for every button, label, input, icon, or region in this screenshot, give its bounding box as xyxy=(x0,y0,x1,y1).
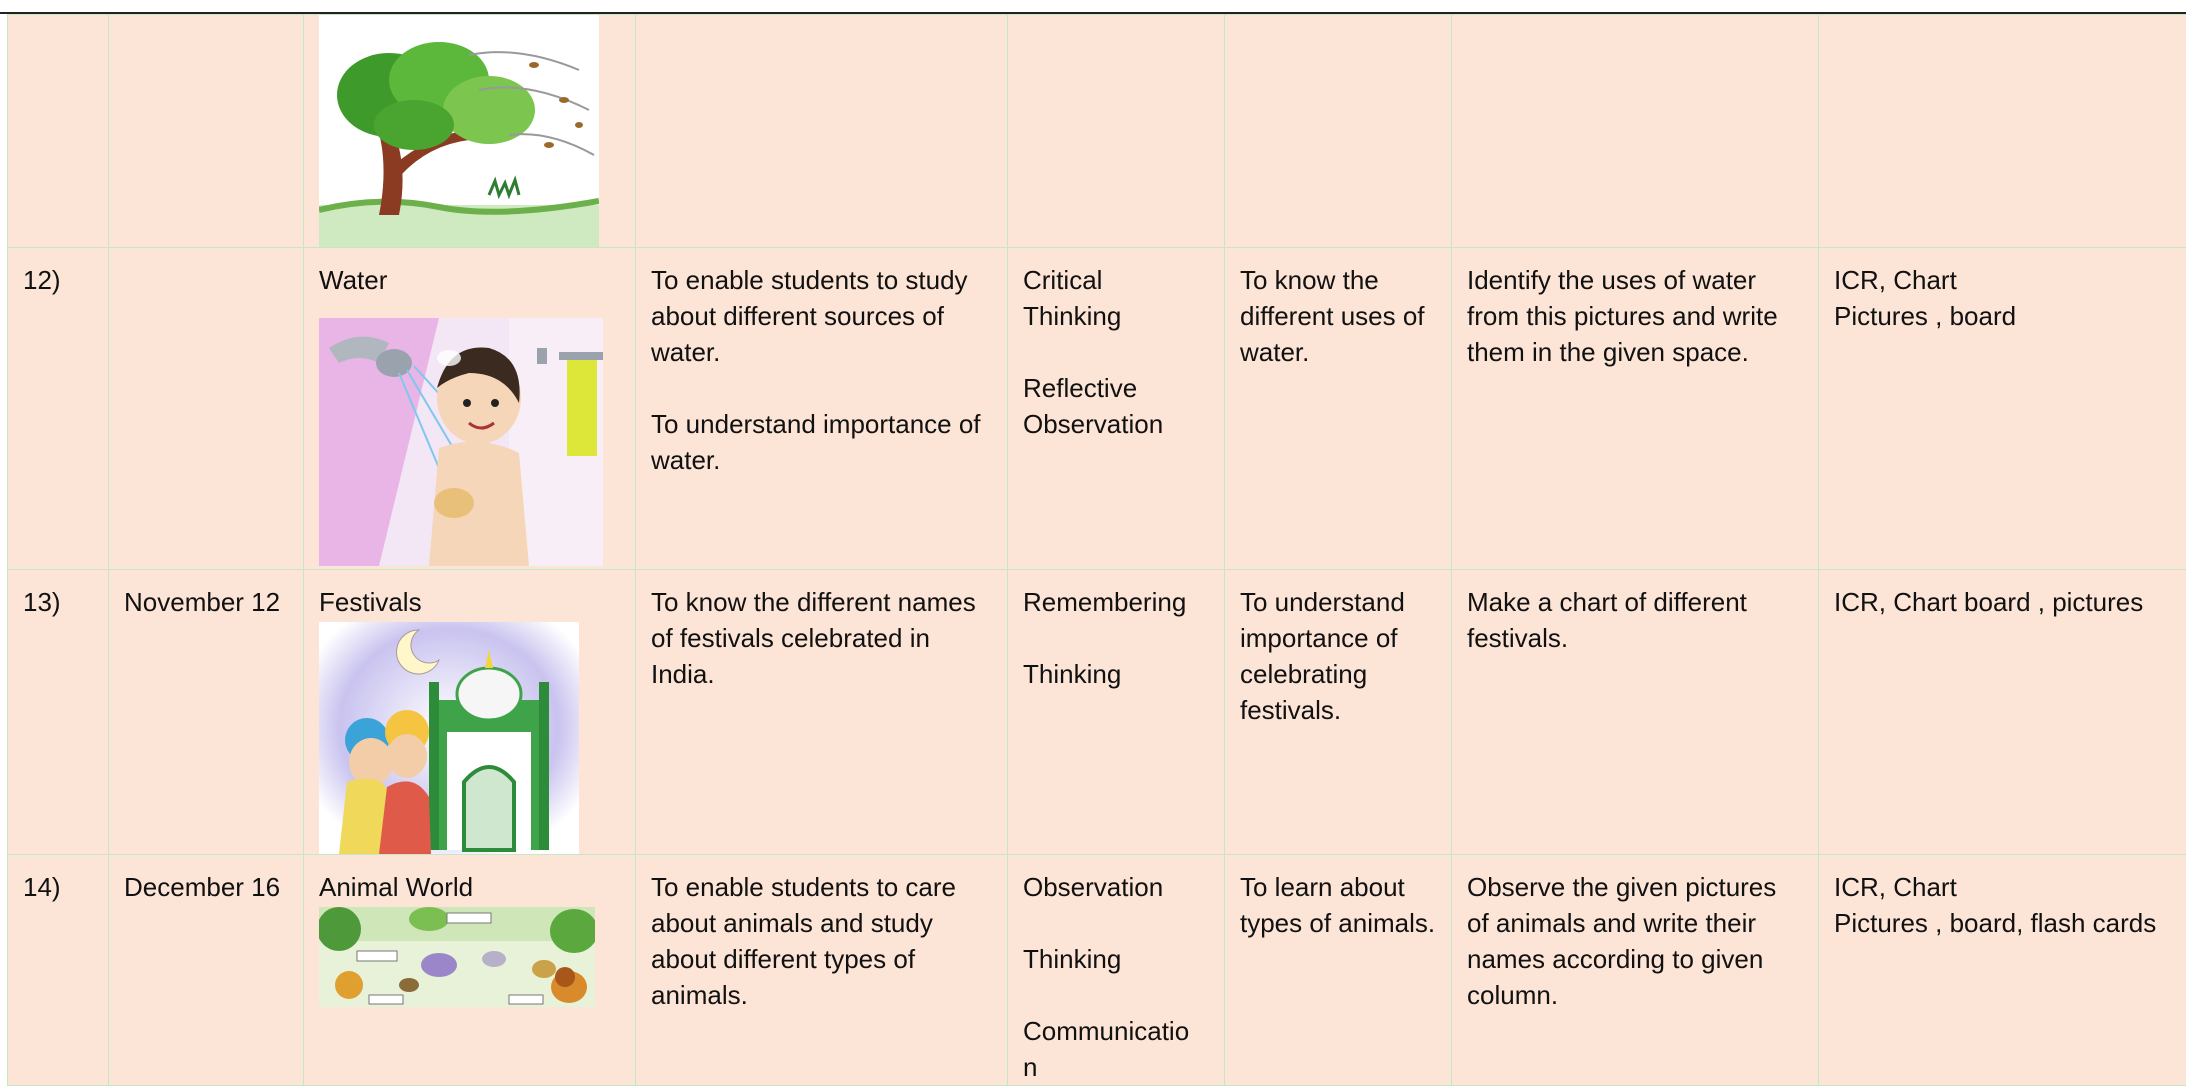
serial-cell: 14) xyxy=(8,855,109,1086)
table-row: 13) November 12 Festivals xyxy=(8,570,2186,855)
outcomes-cell: To know the different uses of water. xyxy=(1225,248,1452,570)
resources-cell: ICR, Chart Pictures , board, flash cards xyxy=(1819,855,2186,1086)
windy-tree-icon xyxy=(319,15,621,247)
month-cell: November 12 xyxy=(109,570,304,855)
resources-cell: ICR, Chart Pictures , board xyxy=(1819,248,2186,570)
skills-cell xyxy=(1008,15,1225,248)
outcomes-cell xyxy=(1225,15,1452,248)
activity-cell: Make a chart of different festivals. xyxy=(1452,570,1819,855)
skills-cell: Critical Thinking Reflective Observation xyxy=(1008,248,1225,570)
month-cell: December 16 xyxy=(109,855,304,1086)
month-cell xyxy=(109,248,304,570)
skills-cell: Remembering Thinking xyxy=(1008,570,1225,855)
topic-cell: Water xyxy=(304,248,636,570)
serial-cell: 12) xyxy=(8,248,109,570)
table-row xyxy=(8,15,2186,248)
activity-cell xyxy=(1452,15,1819,248)
objectives-cell xyxy=(636,15,1008,248)
outcomes-cell: To learn about types of animals. xyxy=(1225,855,1452,1086)
activity-cell: Identify the uses of water from this pic… xyxy=(1452,248,1819,570)
objectives-cell: To know the different names of festivals… xyxy=(636,570,1008,855)
objectives-cell: To enable students to study about differ… xyxy=(636,248,1008,570)
mosque-festival-icon xyxy=(319,622,621,854)
topic-cell: Animal World xyxy=(304,855,636,1086)
topic-cell xyxy=(304,15,636,248)
resources-cell xyxy=(1819,15,2186,248)
boy-bathing-icon xyxy=(319,318,621,566)
month-cell xyxy=(109,15,304,248)
table-row: 14) December 16 Animal World xyxy=(8,855,2186,1086)
lesson-plan-table: 12) Water xyxy=(7,14,2186,1086)
serial-cell: 13) xyxy=(8,570,109,855)
table-row: 12) Water xyxy=(8,248,2186,570)
activity-cell: Observe the given pictures of animals an… xyxy=(1452,855,1819,1086)
topic-cell: Festivals xyxy=(304,570,636,855)
outcomes-cell: To understand importance of celebrating … xyxy=(1225,570,1452,855)
skills-cell: Observation Thinking Communicatio n xyxy=(1008,855,1225,1086)
serial-cell xyxy=(8,15,109,248)
resources-cell: ICR, Chart board , pictures xyxy=(1819,570,2186,855)
objectives-cell: To enable students to care about animals… xyxy=(636,855,1008,1086)
animal-world-icon xyxy=(319,907,621,1007)
